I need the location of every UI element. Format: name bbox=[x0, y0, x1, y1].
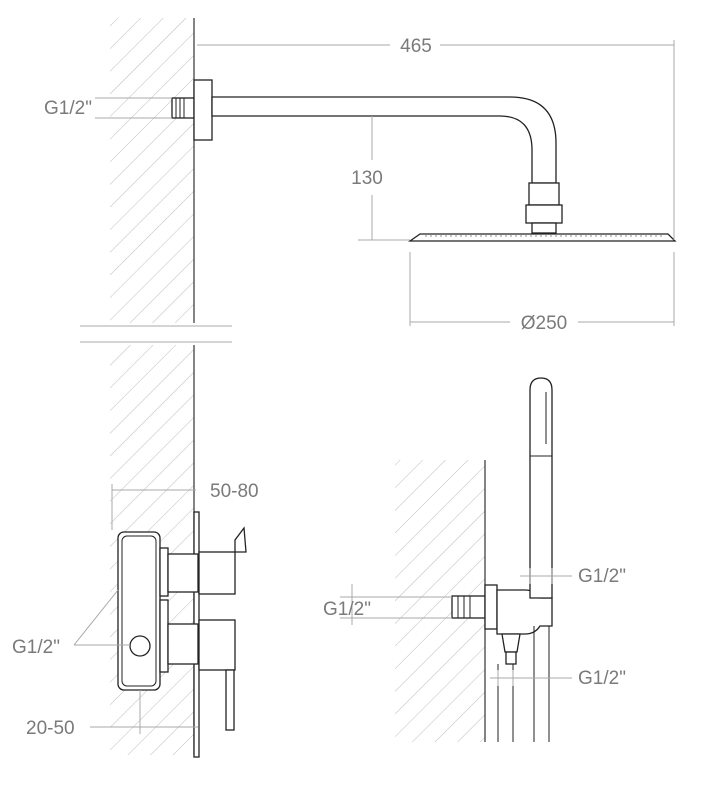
dim-label-mixer-threads: G1/2" bbox=[12, 637, 60, 658]
dimension-20-50: 20-50 bbox=[26, 690, 198, 739]
dim-label-hose-thread-bottom: G1/2" bbox=[578, 668, 626, 689]
wall-break bbox=[80, 325, 232, 343]
dim-label-hose-thread-top: G1/2" bbox=[578, 566, 626, 587]
wall-upper bbox=[110, 18, 195, 323]
dim-label-20-50: 20-50 bbox=[26, 718, 75, 739]
shower-arm bbox=[171, 79, 563, 234]
dimension-diameter: Ø250 bbox=[409, 252, 675, 334]
dim-label-arm-thread: G1/2" bbox=[44, 98, 92, 119]
dimension-130: 130 bbox=[351, 116, 410, 241]
hand-shower-set bbox=[451, 377, 553, 742]
dim-label-130: 130 bbox=[351, 168, 383, 189]
dimension-mixer-threads: G1/2" bbox=[12, 589, 130, 658]
rain-shower-head bbox=[407, 233, 677, 242]
dimension-hose-thread-bottom: G1/2" bbox=[490, 668, 626, 689]
concealed-mixer bbox=[117, 511, 247, 758]
dim-label-50-80: 50-80 bbox=[210, 481, 259, 502]
dim-label-465: 465 bbox=[400, 36, 432, 57]
dimension-elbow-thread: G1/2" bbox=[323, 584, 452, 625]
dim-label-elbow-thread: G1/2" bbox=[323, 599, 371, 620]
dim-label-diameter: Ø250 bbox=[521, 313, 567, 334]
dimension-50-80: 50-80 bbox=[111, 481, 259, 530]
dimension-arm-thread: G1/2" bbox=[44, 97, 172, 119]
dimension-465: 465 bbox=[197, 36, 675, 240]
dimension-hose-thread-top: G1/2" bbox=[520, 566, 626, 587]
